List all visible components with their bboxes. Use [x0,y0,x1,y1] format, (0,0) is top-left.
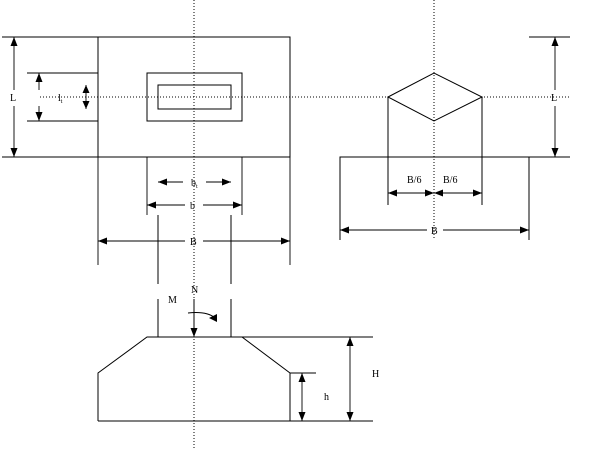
right-B-arrow-left [340,226,349,234]
right-B6-left-label: B/6 [407,175,421,186]
right-view: L B/6 B/6 B [339,36,570,240]
plan-b-label: b [190,201,195,212]
right-B6-arrow-mid-right [434,189,443,197]
elev-h-arrow-bottom [298,412,306,421]
right-L-label: L [551,93,557,104]
right-B6-arrow-left [388,189,397,197]
elev-H-label: H [372,369,379,380]
elev-M-label: M [168,295,177,306]
plan-B-label: B [190,237,197,248]
elev-H-arrow-top [346,337,354,346]
elev-N-arrowhead [190,328,198,337]
plan-L-arrow-top [10,37,18,46]
plan-column-outer [146,72,243,122]
elevation-view: N M H h [97,215,379,422]
plan-view: L lt bt b B [2,36,291,265]
right-B6-right-label: B/6 [443,175,457,186]
plan-lt-arrow-bottom [35,112,43,121]
right-baseline [339,156,530,240]
right-B-label: B [431,226,438,237]
plan-lt-arrow-top [35,73,43,82]
kern-rhombus [386,72,484,122]
plan-bt-arrow-left [158,178,167,186]
plan-b-arrow-right [233,201,242,209]
elev-h-arrow-top [298,373,306,382]
plan-B-arrow-left [98,237,107,245]
plan-bt-arrow-right [222,178,231,186]
right-B6-arrow-right [473,189,482,197]
right-B-arrow-right [520,226,529,234]
axis-lines [40,0,570,450]
elev-H-arrow-bottom [346,412,354,421]
plan-B-arrow-right [281,237,290,245]
right-L-arrow-bottom [551,148,559,157]
elev-M-arrowhead [209,314,217,322]
elev-footing-outline [97,336,291,421]
plan-bt-label: bt [191,178,198,190]
right-L-arrow-top [551,37,559,46]
plan-inner-arrow-top [82,85,90,93]
plan-footing-outline [97,36,291,158]
elev-h-label: h [324,392,329,403]
plan-inner-arrow-bottom [82,101,90,109]
plan-L-arrow-bottom [10,148,18,157]
elev-N-label: N [191,285,198,296]
plan-bt-subscript: t [196,184,198,190]
plan-b-arrow-left [147,201,156,209]
plan-lt-subscript: t [61,99,63,105]
plan-L-label: L [10,93,16,104]
plan-column-inner [157,84,232,110]
plan-lt-label: lt [58,93,63,105]
right-B6-arrow-mid-left [425,189,434,197]
